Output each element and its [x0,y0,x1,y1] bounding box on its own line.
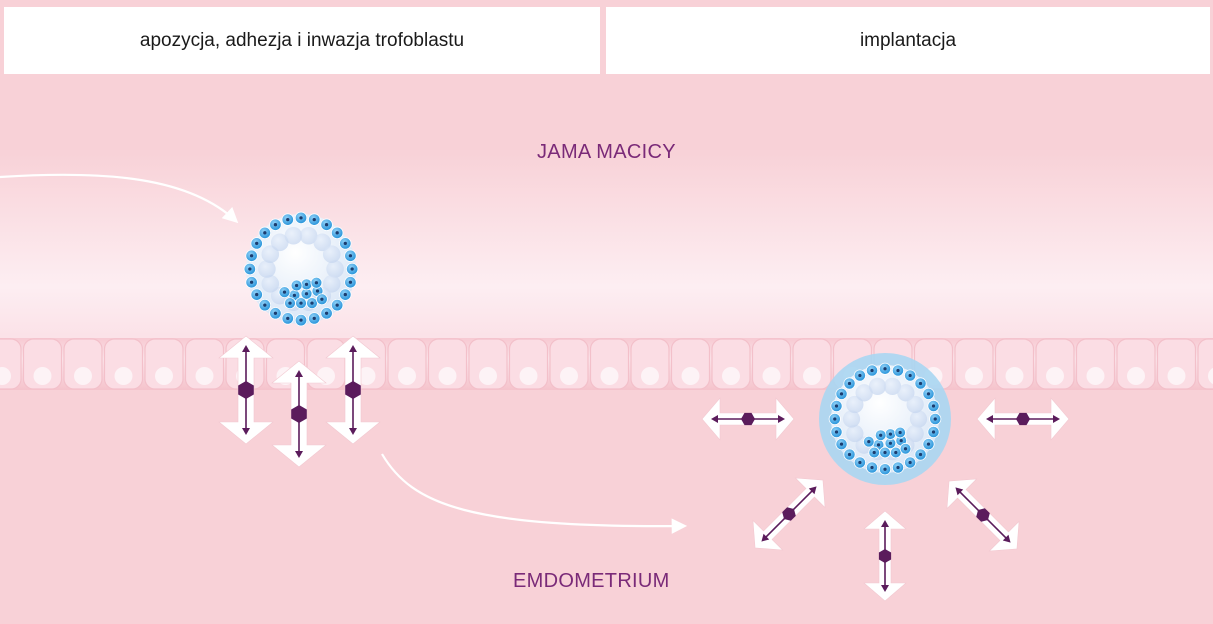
epithelial-cell [954,338,994,390]
molecule-icon [878,549,892,563]
label-endometrium: EMDOMETRIUM [513,570,670,592]
epithelial-cell [63,338,103,390]
signal-double-arrow [752,477,826,551]
epithelial-cell [994,338,1035,390]
molecule-icon [1016,412,1030,426]
epithelial-cell [427,338,468,390]
header-implantation: implantacja [606,7,1210,74]
signal-double-arrow [218,335,274,445]
epithelial-cell [589,338,630,390]
epithelial-cell [549,338,589,390]
molecule-icon [976,508,990,522]
uterine-cavity-band [0,74,1213,340]
signal-double-arrow [976,397,1070,441]
epithelial-cell [387,338,427,390]
signal-double-arrow [701,397,795,441]
epithelial-cell [184,338,225,390]
epithelial-cell [1116,338,1156,390]
molecule-icon [291,405,307,423]
molecule-icon [238,381,254,399]
epithelial-cell [670,338,711,390]
epithelial-cell [103,338,144,390]
epithelial-cell [508,338,549,390]
signal-double-arrow [863,510,907,602]
signal-double-arrow [325,335,381,445]
molecule-icon [741,412,755,426]
molecule-icon [782,507,796,521]
header-apposition: apozycja, adhezja i inwazja trofoblastu [4,7,600,74]
signal-double-arrow [271,360,327,468]
epithelial-cell [792,338,832,390]
epithelial-cell [22,338,63,390]
epithelial-cell [1035,338,1075,390]
epithelial-cell [1197,338,1213,390]
epithelial-cell [1075,338,1116,390]
epithelial-cell [1156,338,1197,390]
molecule-icon [345,381,361,399]
epithelial-cell [144,338,184,390]
blastocyst-apposition [243,211,359,327]
label-uterine-cavity: JAMA MACICY [537,141,676,163]
epithelium-layer [0,338,1213,390]
signal-arrows [218,335,1070,602]
epithelial-cell [630,338,670,390]
blastocyst-implanted [819,353,951,485]
epithelial-cell [468,338,508,390]
signal-double-arrow [946,478,1020,552]
epithelial-cell [751,338,792,390]
epithelial-cell [711,338,751,390]
epithelial-cell [0,338,22,390]
invasion-arrow [381,453,688,534]
approach-arrow [0,173,239,224]
